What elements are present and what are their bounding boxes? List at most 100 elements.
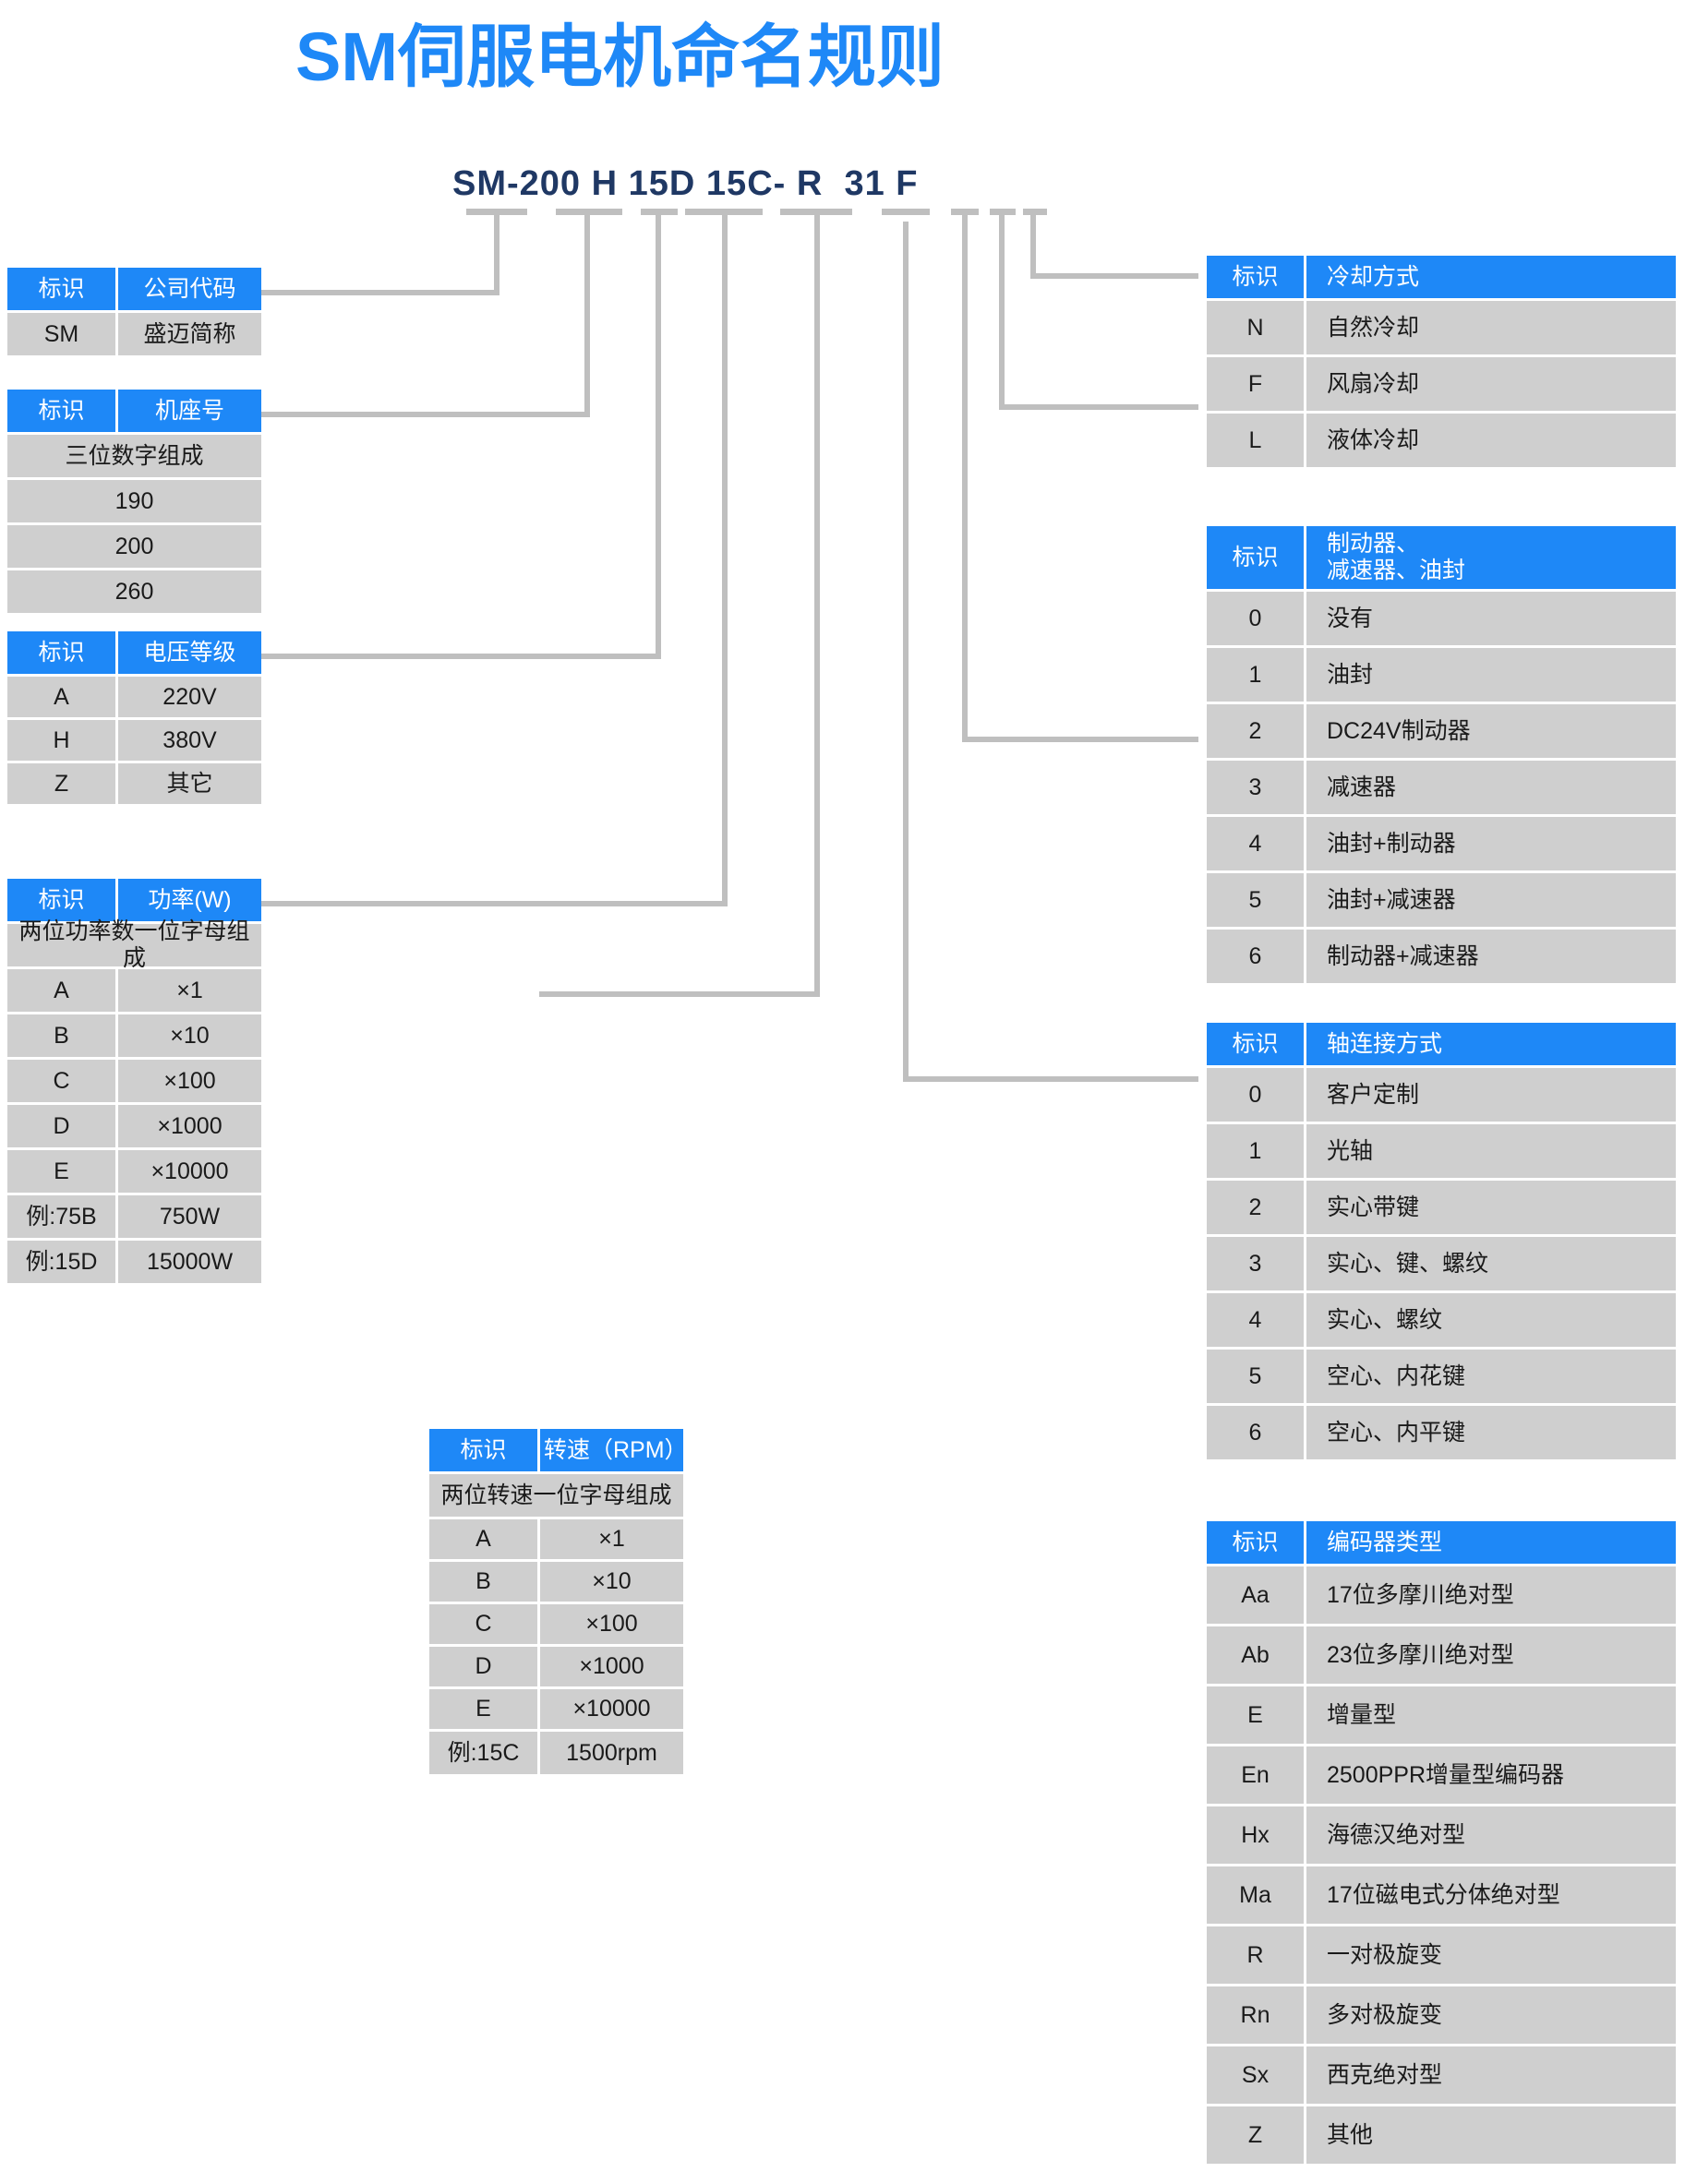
- cell-value: 风扇冷却: [1306, 357, 1676, 411]
- cell-code: 例:15C: [429, 1732, 537, 1774]
- leader-cooling-vertical: [1030, 214, 1036, 279]
- cell-code: 3: [1207, 1237, 1304, 1290]
- cell-value: ×1: [540, 1519, 683, 1559]
- table-power: 标识 功率(W) 两位功率数一位字母组成 A ×1 B ×10 C ×100 D…: [7, 879, 261, 1286]
- cell-value: ×1: [118, 969, 261, 1012]
- model-code-segment-frame: SM-200: [452, 164, 582, 203]
- model-code: SM-200 H 15D 15C- R 31 F: [452, 164, 919, 204]
- leader-frame-horizontal: [255, 412, 590, 417]
- column-header-value: 冷却方式: [1306, 256, 1676, 298]
- table-row: 2 DC24V制动器: [1207, 704, 1676, 758]
- cell-value: 增量型: [1306, 1686, 1676, 1744]
- cell-code: E: [7, 1150, 115, 1193]
- cell-code: A: [7, 677, 115, 717]
- cell-code: 6: [1207, 1406, 1304, 1459]
- table-row: SM 盛迈简称: [7, 313, 261, 355]
- table-row: N 自然冷却: [1207, 301, 1676, 354]
- model-code-segment-shaft: 3: [844, 164, 865, 203]
- cell-code: L: [1207, 414, 1304, 467]
- table-row: R 一对极旋变: [1207, 1926, 1676, 1984]
- column-header-value: 电压等级: [118, 631, 261, 674]
- code-tick-frame: [466, 209, 527, 215]
- cell-value: ×10000: [540, 1689, 683, 1729]
- table-row: A ×1: [429, 1519, 683, 1559]
- cell-code: 4: [1207, 1293, 1304, 1347]
- column-header-id: 标识: [7, 631, 115, 674]
- table-row: D ×1000: [7, 1105, 261, 1147]
- cell-value: ×100: [540, 1604, 683, 1644]
- cell-code: N: [1207, 301, 1304, 354]
- cell-code: Aa: [1207, 1566, 1304, 1624]
- column-header-id: 标识: [1207, 526, 1304, 589]
- cell-value: 空心、内平键: [1306, 1406, 1676, 1459]
- table-company-code: 标识 公司代码 SM 盛迈简称: [7, 268, 261, 358]
- table-row: C ×100: [429, 1604, 683, 1644]
- code-tick-power: [685, 209, 763, 215]
- cell-value: 盛迈简称: [118, 313, 261, 355]
- cell-value: 1500rpm: [540, 1732, 683, 1774]
- table-row: Z 其它: [7, 763, 261, 804]
- cell-value: ×10: [540, 1562, 683, 1602]
- column-header-id: 标识: [1207, 256, 1304, 298]
- leader-power-vertical: [722, 212, 728, 906]
- model-code-segment-brake: 1: [864, 164, 885, 203]
- cell-value: 实心、键、螺纹: [1306, 1237, 1676, 1290]
- cell-code: 0: [1207, 1068, 1304, 1122]
- table-row: H 380V: [7, 720, 261, 761]
- table-row: Z 其他: [1207, 2106, 1676, 2164]
- table-row: 0 客户定制: [1207, 1068, 1676, 1122]
- column-header-value: 制动器、 减速器、油封: [1306, 526, 1676, 589]
- table-row: 190: [7, 480, 261, 522]
- cell-value: 23位多摩川绝对型: [1306, 1626, 1676, 1684]
- code-tick-speed: [780, 209, 852, 215]
- table-cooling-method: 标识 冷却方式 N 自然冷却 F 风扇冷却 L 液体冷却: [1207, 256, 1676, 470]
- cell-value: 油封+减速器: [1306, 873, 1676, 927]
- cell-value: 空心、内花键: [1306, 1350, 1676, 1403]
- leader-voltage-vertical: [656, 212, 661, 659]
- table-row: D ×1000: [429, 1647, 683, 1686]
- cell-value: 17位磁电式分体绝对型: [1306, 1866, 1676, 1924]
- cell-code: SM: [7, 313, 115, 355]
- table-row: 6 制动器+减速器: [1207, 930, 1676, 983]
- cell-code: 1: [1207, 648, 1304, 702]
- table-row-header: 标识 轴连接方式: [1207, 1023, 1676, 1065]
- cell-code: 6: [1207, 930, 1304, 983]
- cell-value: ×100: [118, 1060, 261, 1102]
- table-row: 4 油封+制动器: [1207, 817, 1676, 870]
- cell-code: E: [429, 1689, 537, 1729]
- cell-code: 0: [1207, 592, 1304, 645]
- table-row: 200: [7, 525, 261, 568]
- table-row: L 液体冷却: [1207, 414, 1676, 467]
- table-speed-rpm: 标识 转速（RPM） 两位转速一位字母组成 A ×1 B ×10 C ×100 …: [429, 1429, 688, 1777]
- cell-value: 实心、螺纹: [1306, 1293, 1676, 1347]
- cell-code: 4: [1207, 817, 1304, 870]
- table-row-note: 两位转速一位字母组成: [429, 1474, 683, 1517]
- table-row-header: 标识 公司代码: [7, 268, 261, 310]
- cell-code: R: [1207, 1926, 1304, 1984]
- table-row: A 220V: [7, 677, 261, 717]
- leader-company-vertical: [494, 212, 499, 295]
- cell-value: 其他: [1306, 2106, 1676, 2164]
- cell-code: D: [7, 1105, 115, 1147]
- cell-code: Z: [1207, 2106, 1304, 2164]
- cell-value: 液体冷却: [1306, 414, 1676, 467]
- table-row-header: 标识 转速（RPM）: [429, 1429, 688, 1471]
- cell-value: 油封: [1306, 648, 1676, 702]
- cell-value: 光轴: [1306, 1124, 1676, 1178]
- table-row: A ×1: [7, 969, 261, 1012]
- cell-code: En: [1207, 1746, 1304, 1804]
- table-row-header: 标识 电压等级: [7, 631, 261, 674]
- cell-code: 2: [1207, 1181, 1304, 1234]
- table-row-header: 标识 冷却方式: [1207, 256, 1676, 298]
- cell-value: 17位多摩川绝对型: [1306, 1566, 1676, 1624]
- leader-cooling-horizontal: [1030, 273, 1198, 279]
- column-header-id: 标识: [7, 879, 115, 921]
- table-row: 1 光轴: [1207, 1124, 1676, 1178]
- code-tick-brake: [990, 209, 1016, 215]
- table-row: 5 油封+减速器: [1207, 873, 1676, 927]
- table-row: Ab 23位多摩川绝对型: [1207, 1626, 1676, 1684]
- cell-code: 例:15D: [7, 1241, 115, 1283]
- model-code-segment-power: 15D: [628, 164, 696, 203]
- table-row: Hx 海德汉绝对型: [1207, 1806, 1676, 1864]
